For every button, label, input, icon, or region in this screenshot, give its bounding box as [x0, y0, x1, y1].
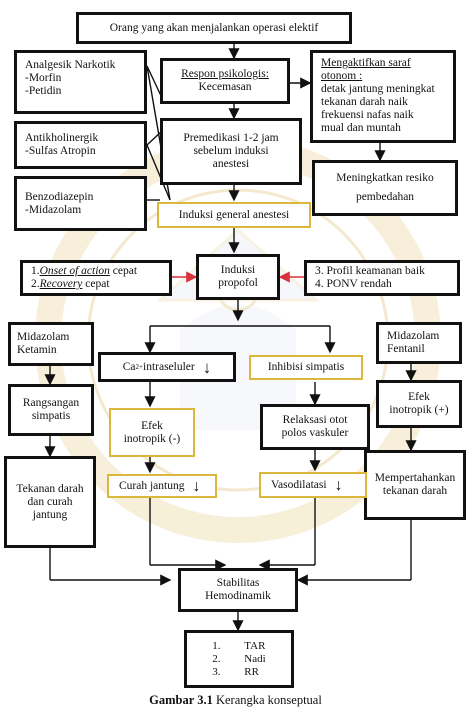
cardiac-down-arrow-icon: ↓: [192, 477, 201, 495]
outcome-text: RR: [244, 665, 259, 678]
premed-line: anestesi: [212, 158, 250, 170]
calcium-down-arrow-icon: ↓: [202, 357, 212, 377]
mid-fen-box: Midazolam Fentanil: [376, 322, 462, 364]
autonomic-line: frekuensi nafas naik: [321, 109, 414, 121]
outcome-num: 1.: [212, 639, 221, 652]
psych-title: Respon psikologis:: [181, 68, 269, 80]
inotropic-neg-line: inotropik (-): [123, 432, 181, 445]
calcium-base: Ca: [122, 360, 136, 373]
onset-box: 1.Onset of action cepat 2.Recovery cepat: [20, 260, 172, 296]
caption-label: Gambar 3.1: [149, 693, 213, 707]
outcome-text: Nadi: [244, 652, 266, 665]
narcotic-item: -Morfin: [25, 72, 62, 84]
risk-box: Meningkatkan resiko pembedahan: [312, 160, 458, 216]
premed-line: Premedikasi 1-2 jam: [183, 132, 279, 144]
onset-line-1: 1.Onset of action cepat: [31, 265, 137, 278]
anticholinergic-box: Antikholinergik -Sulfas Atropin: [14, 121, 147, 169]
maintain-bp-line: Mempertahankan: [374, 472, 456, 484]
narcotic-box: Analgesik Narkotik -Morfin -Petidin: [14, 50, 147, 114]
mid-ket-box: Midazolam Ketamin: [8, 322, 94, 366]
inhibition-text: Inhibisi simpatis: [267, 361, 345, 373]
maintain-bp-box: Mempertahankan tekanan darah: [364, 450, 466, 520]
cardiac-output-text: Curah jantung: [119, 479, 185, 492]
bp-co-line: dan curah: [27, 495, 73, 508]
outcome-num: 2.: [212, 652, 221, 665]
inotropic-pos-line: inotropik (+): [389, 404, 449, 416]
figure-caption: Gambar 3.1 Kerangka konseptual: [0, 693, 471, 708]
onset-italic: Onset of action: [39, 265, 110, 277]
inhibition-box: Inhibisi simpatis: [249, 355, 363, 380]
mid-ket-line: Midazolam: [17, 331, 70, 343]
relaxation-line: polos vaskuler: [281, 427, 349, 439]
induction-general-text: Induksi general anestesi: [178, 208, 290, 221]
outcomes-box: 1. TAR 2. Nadi 3. RR: [184, 630, 294, 688]
stability-line: Hemodinamik: [205, 590, 271, 602]
benzo-item: -Midazolam: [25, 203, 82, 216]
vasodilation-box: Vasodilatasi ↓: [259, 472, 367, 498]
cardiac-output-box: Curah jantung ↓: [107, 474, 217, 498]
outcomes-list: 1. TAR 2. Nadi 3. RR: [212, 640, 265, 679]
stim-line: simpatis: [31, 410, 71, 422]
benzo-title: Benzodiazepin: [25, 190, 94, 203]
relaxation-line: Relaksasi otot: [282, 414, 348, 426]
benzo-box: Benzodiazepin -Midazolam: [14, 176, 147, 231]
autonomic-title: Mengaktifkan saraf otonom :: [321, 57, 411, 82]
outcome-num: 3.: [212, 665, 221, 678]
premed-line: sebelum induksi: [193, 145, 269, 157]
line-anti: [146, 144, 171, 201]
narcotic-item: -Petidin: [25, 85, 62, 97]
bp-co-line: Tekanan darah: [16, 482, 84, 495]
stim-line: Rangsangan: [22, 397, 80, 409]
autonomic-line: detak jantung meningkat: [321, 83, 435, 95]
stability-line: Stabilitas: [216, 577, 260, 589]
anticholinergic-title: Antikholinergik: [25, 132, 99, 144]
premed-box: Premedikasi 1-2 jam sebelum induksi anes…: [160, 118, 302, 185]
psych-sub: Kecemasan: [198, 81, 252, 93]
mid-fen-line: Fentanil: [387, 343, 425, 355]
autonomic-box: Mengaktifkan saraf otonom : detak jantun…: [310, 50, 456, 143]
autonomic-line: mual dan muntah: [321, 122, 401, 134]
caption-text: Kerangka konseptual: [212, 693, 322, 707]
title-box: Orang yang akan menjalankan operasi elek…: [76, 12, 352, 44]
onset-prefix: 1.: [31, 265, 40, 277]
relaxation-box: Relaksasi otot polos vaskuler: [260, 404, 370, 450]
recovery-suffix: cepat: [82, 278, 110, 290]
recovery-prefix: 2.: [31, 278, 40, 290]
safety-line: 4. PONV rendah: [315, 278, 392, 290]
narcotic-title: Analgesik Narkotik: [25, 59, 116, 71]
inotropic-neg-box: Efek inotropik (-): [109, 408, 195, 457]
calcium-sup: 2+: [135, 363, 143, 371]
inotropic-neg-line: Efek: [141, 419, 163, 432]
outcome-text: TAR: [244, 639, 266, 652]
bp-co-box: Tekanan darah dan curah jantung: [4, 456, 96, 548]
stability-box: Stabilitas Hemodinamik: [178, 568, 298, 612]
vasodilation-text: Vasodilatasi: [271, 478, 327, 491]
inotropic-pos-box: Efek inotropik (+): [376, 380, 462, 428]
safety-box: 3. Profil keamanan baik 4. PONV rendah: [304, 260, 460, 296]
propofol-box: Induksi propofol: [196, 254, 280, 300]
propofol-line: propofol: [218, 277, 258, 289]
anticholinergic-item: -Sulfas Atropin: [25, 145, 96, 157]
safety-line: 3. Profil keamanan baik: [315, 265, 425, 277]
recovery-italic: Recovery: [39, 278, 83, 290]
propofol-line: Induksi: [220, 264, 256, 276]
psych-box: Respon psikologis: Kecemasan: [160, 58, 290, 104]
title-box-text: Orang yang akan menjalankan operasi elek…: [109, 21, 319, 34]
inotropic-pos-line: Efek: [408, 391, 430, 403]
vaso-down-arrow-icon: ↓: [334, 476, 343, 494]
maintain-bp-line: tekanan darah: [382, 485, 448, 497]
onset-suffix: cepat: [109, 265, 138, 277]
autonomic-line: tekanan darah naik: [321, 96, 408, 108]
mid-ket-line: Ketamin: [17, 344, 57, 356]
stim-box: Rangsangan simpatis: [8, 384, 94, 436]
risk-line: Meningkatkan resiko: [336, 172, 434, 184]
mid-fen-line: Midazolam: [387, 330, 440, 342]
risk-line: pembedahan: [355, 191, 415, 203]
bp-co-line: jantung: [32, 508, 68, 521]
induction-general-box: Induksi general anestesi: [157, 202, 311, 228]
calcium-rest: intraseluler: [143, 360, 195, 373]
onset-line-2: 2.Recovery cepat: [31, 278, 110, 291]
